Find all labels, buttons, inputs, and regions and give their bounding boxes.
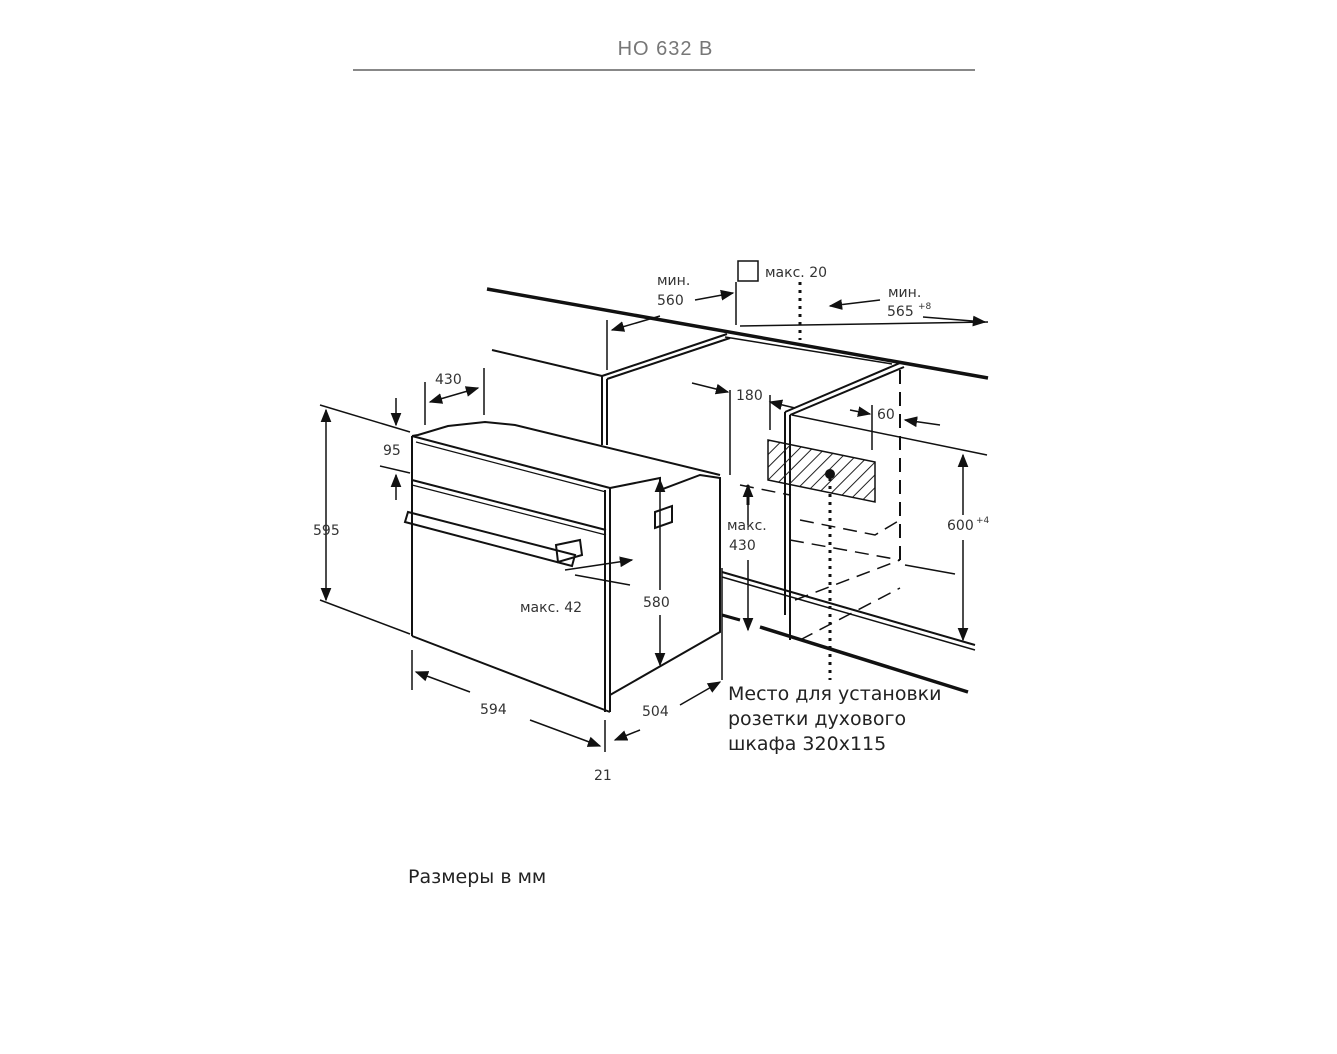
svg-text:95: 95 — [383, 443, 401, 459]
socket-note: Место для установки розетки духового шка… — [728, 683, 941, 755]
header-divider — [353, 69, 975, 71]
svg-text:+8: +8 — [918, 302, 932, 312]
svg-text:макс.: макс. — [727, 518, 767, 534]
units-note: Размеры в мм — [408, 866, 547, 888]
oven-outline — [403, 420, 721, 713]
svg-text:430: 430 — [729, 538, 756, 554]
oven-handle — [403, 510, 577, 568]
svg-text:180: 180 — [736, 388, 763, 404]
svg-text:+4: +4 — [976, 516, 990, 526]
socket-area — [767, 439, 876, 503]
svg-text:макс. 42: макс. 42 — [520, 600, 582, 616]
svg-text:594: 594 — [480, 702, 507, 718]
svg-text:504: 504 — [642, 704, 669, 720]
svg-text:565: 565 — [887, 304, 914, 320]
dimension-lines — [319, 289, 987, 752]
cabinet-lines — [486, 260, 989, 694]
svg-text:430: 430 — [435, 372, 462, 388]
svg-text:580: 580 — [643, 595, 670, 611]
svg-text:Место для установки: Место для установки — [728, 683, 941, 705]
svg-text:мин.: мин. — [888, 285, 921, 301]
model-title: HO 632 B — [617, 38, 714, 60]
svg-text:макс. 20: макс. 20 — [765, 265, 827, 281]
svg-text:595: 595 — [313, 523, 340, 539]
dimension-labels: мин. 560 макс. 20 мин. 565 +8 430 180 60… — [313, 265, 990, 784]
svg-text:560: 560 — [657, 293, 684, 309]
svg-text:розетки духового: розетки духового — [728, 708, 906, 730]
svg-text:600: 600 — [947, 518, 974, 534]
svg-text:21: 21 — [594, 768, 612, 784]
svg-text:шкафа 320x115: шкафа 320x115 — [728, 733, 886, 755]
svg-text:мин.: мин. — [657, 273, 690, 289]
svg-text:60: 60 — [877, 407, 895, 423]
